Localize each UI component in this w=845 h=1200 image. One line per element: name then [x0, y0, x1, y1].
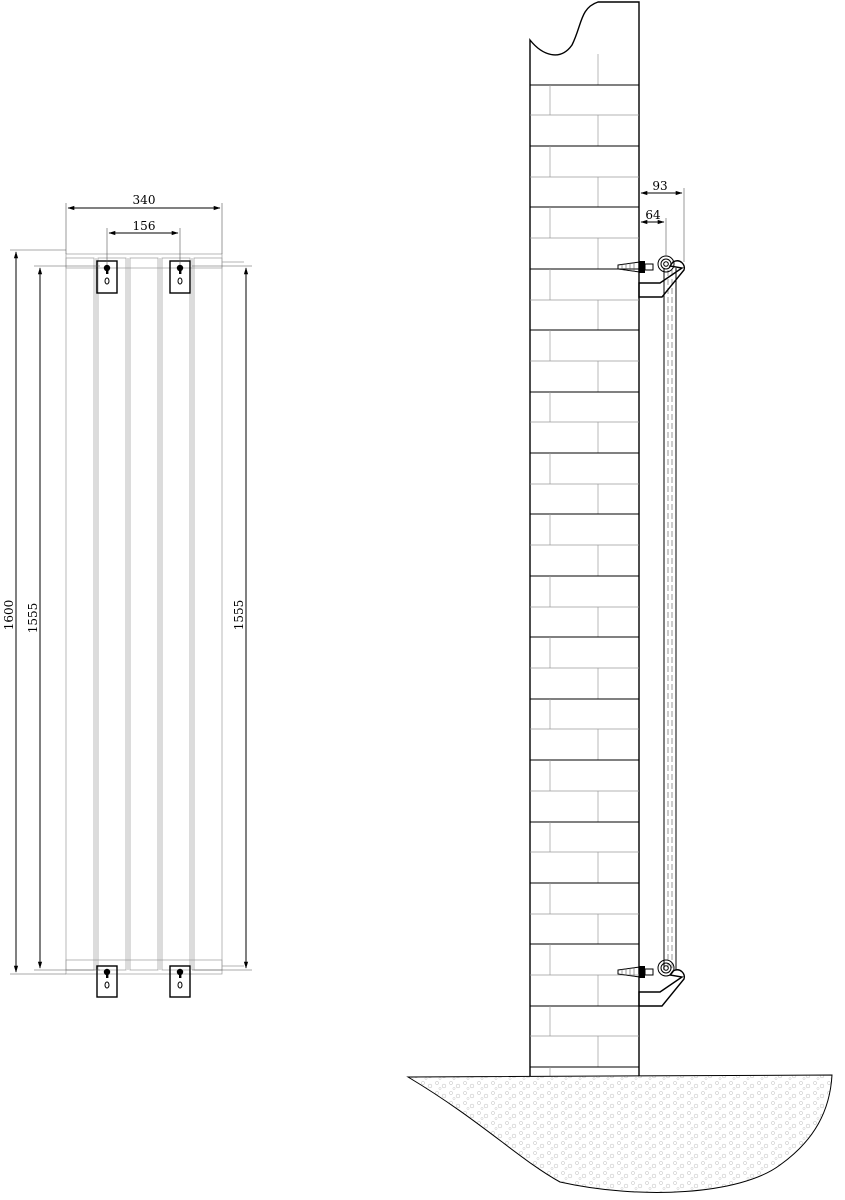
dim-label-bracket-spacing: 156	[133, 219, 156, 233]
wall-bracket	[169, 965, 191, 998]
upper-wall-bracket	[617, 255, 686, 298]
radiator-side-profile	[663, 268, 677, 970]
dim-label-bracket-height-left: 1555	[26, 603, 40, 634]
wall-plug-icon	[617, 966, 641, 978]
dim-label-wall-to-outer: 93	[652, 179, 667, 193]
dimension-bracket-height-right: 1555	[192, 265, 252, 971]
radiator-column	[193, 257, 223, 971]
wall-bracket	[169, 260, 191, 294]
dimension-overall-width: 340	[65, 193, 223, 254]
radiator-column	[97, 257, 127, 971]
side-view: 93 64	[406, 1, 833, 1193]
brick-wall	[529, 1, 640, 1078]
dimension-overall-height: 1600	[2, 249, 66, 975]
front-view: 340 156 1600 1555 1555	[2, 193, 252, 998]
wall-plug-icon	[617, 261, 641, 273]
dim-label-overall-width: 340	[133, 193, 156, 207]
radiator-column	[65, 257, 95, 971]
dimension-wall-to-center: 64	[640, 208, 667, 256]
radiator-column	[129, 257, 159, 971]
screw-head-icon	[639, 966, 645, 978]
dimension-bracket-height-left: 1555	[26, 265, 100, 971]
radiator-columns	[65, 253, 244, 975]
dim-label-bracket-height-right: 1555	[232, 600, 246, 631]
screw-head-icon	[639, 261, 645, 273]
radiator-column	[161, 257, 191, 971]
brick-courses	[530, 54, 639, 1077]
dim-label-overall-height: 1600	[2, 600, 16, 631]
wall-bracket	[96, 965, 118, 998]
dimension-wall-to-outer: 93	[640, 179, 685, 262]
ground-section	[406, 1074, 833, 1193]
dimension-bracket-spacing: 156	[106, 219, 181, 265]
dim-label-wall-to-center: 64	[645, 208, 661, 222]
lower-wall-bracket	[617, 959, 686, 1007]
